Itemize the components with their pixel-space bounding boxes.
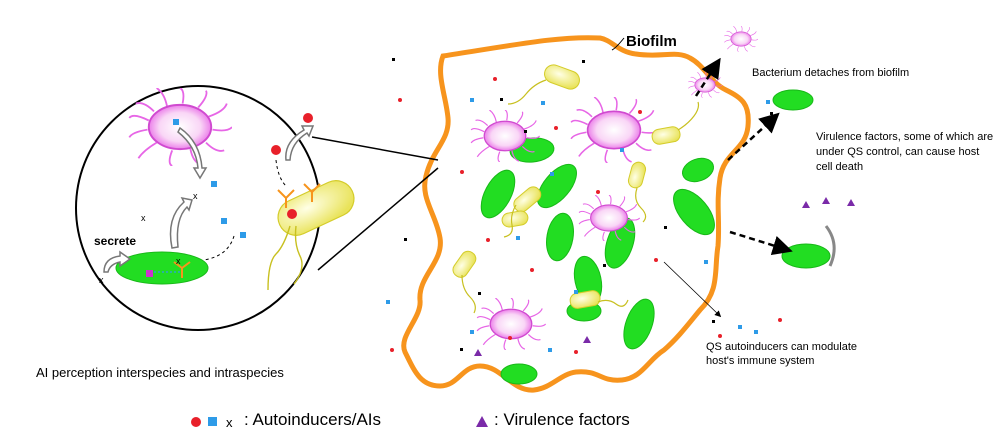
legend: x : Autoinducers/AIs : Virulence factors [0, 406, 1003, 436]
svg-text:x: x [176, 256, 181, 266]
purple-triangle-icon [476, 416, 488, 427]
svg-text:x: x [193, 191, 198, 201]
svg-text:x: x [141, 213, 146, 223]
biofilm-label: Biofilm [626, 33, 677, 50]
biofilm-blue-ais [386, 98, 770, 352]
legend-icons: x [191, 415, 488, 430]
blue-square-icon [208, 417, 217, 426]
ai-perception-label: AI perception interspecies and intraspec… [36, 365, 284, 380]
biofilm-yellow-cells [452, 64, 700, 314]
detach-label: Bacterium detaches from biofilm [752, 67, 910, 79]
virulence-label: Virulence factors, some of which are und… [816, 131, 994, 173]
biofilm-outline [401, 35, 751, 393]
biofilm-region [401, 35, 751, 393]
virulence-factor-marks [474, 197, 855, 356]
legend-virulence: : Virulence factors [494, 410, 630, 429]
secrete-label: secrete [94, 234, 137, 248]
red-dot-icon [191, 417, 201, 427]
biofilm-green-cells [480, 137, 715, 385]
biofilm-red-ais [390, 77, 782, 354]
detached-green-cells [772, 89, 831, 269]
arrows [611, 37, 836, 318]
zoom-inset: x x x x [75, 85, 439, 331]
qs-immune-label: QS autoinducers can modulate host's immu… [706, 341, 858, 367]
x-mark-icon: x [226, 415, 233, 430]
svg-text:x: x [99, 275, 104, 285]
legend-autoinducers: : Autoinducers/AIs [244, 410, 382, 429]
